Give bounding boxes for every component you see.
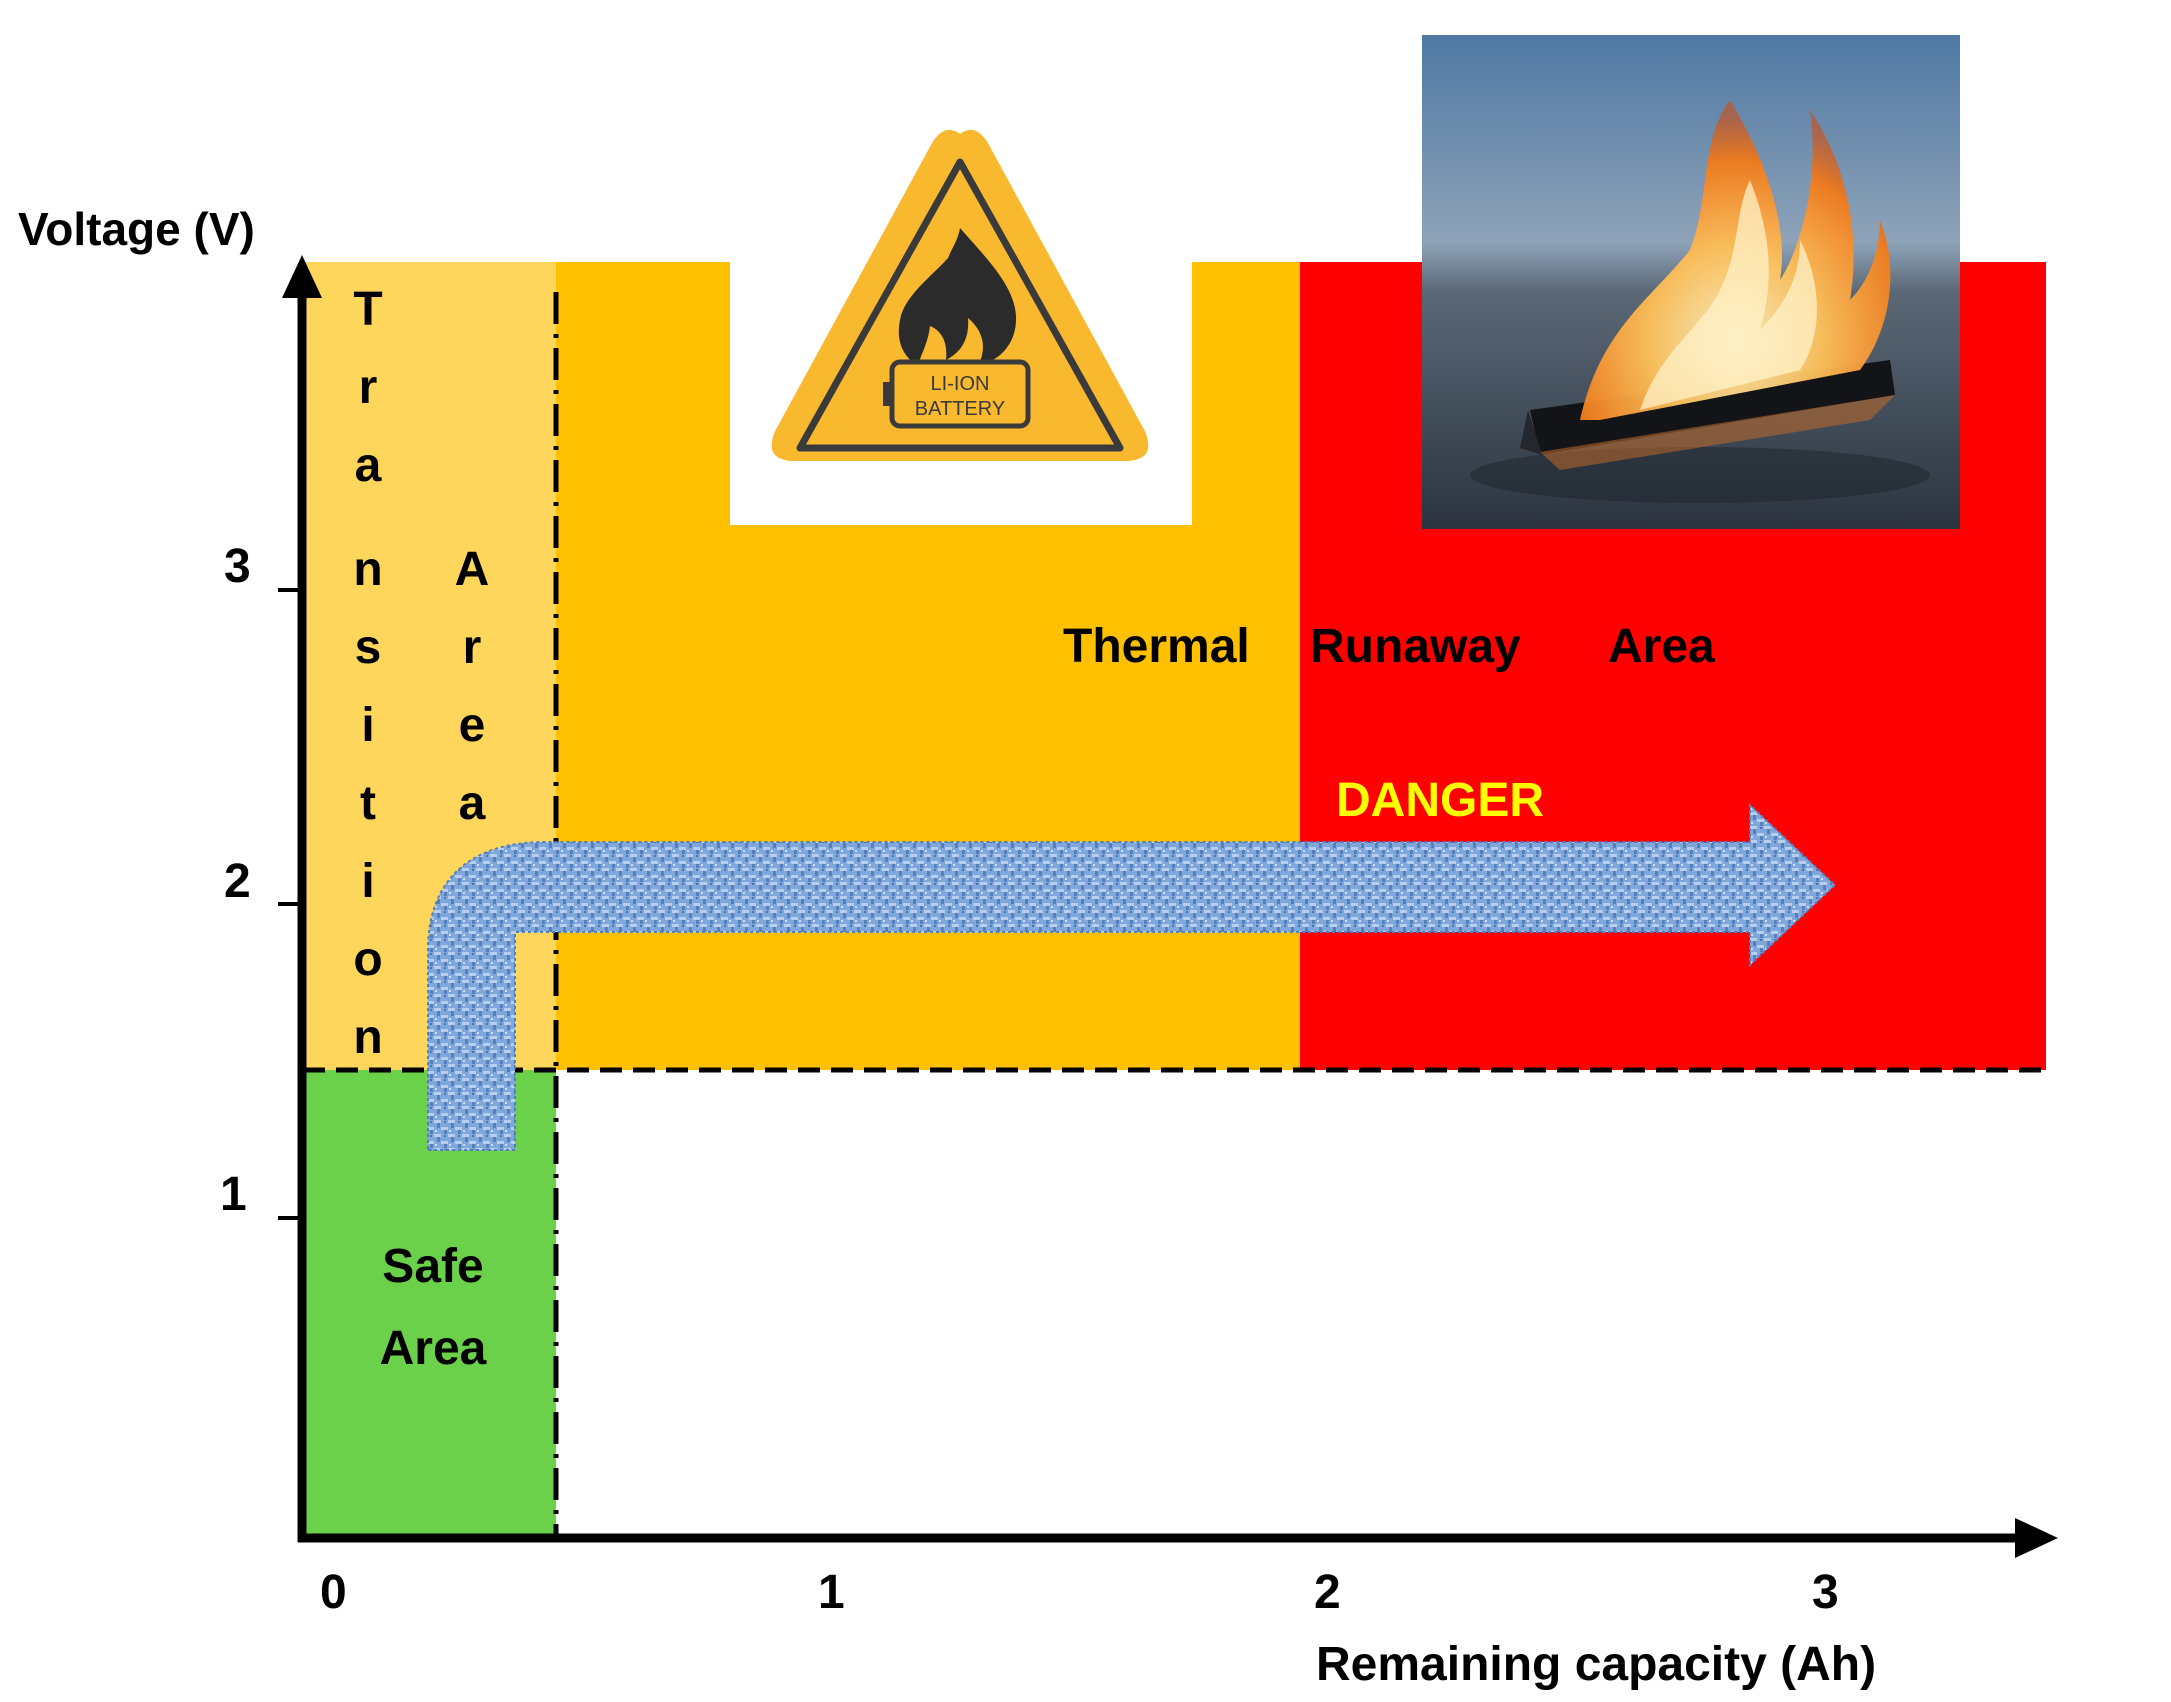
- y-tick-label-2: 2: [224, 855, 251, 908]
- transition-letter: o: [353, 933, 382, 986]
- thermal-label: Thermal: [1063, 620, 1250, 673]
- transition-letter: n: [353, 543, 382, 596]
- transition-letter: a: [355, 439, 382, 492]
- x-axis-arrowhead: [2015, 1518, 2058, 1558]
- burning-phone-photo: [1422, 35, 1960, 529]
- x-axis-label: Remaining capacity (Ah): [1316, 1638, 1876, 1691]
- safe-area-label-line-2: Area: [380, 1322, 487, 1375]
- transition-letter: i: [361, 699, 374, 752]
- transition-area-letter: e: [459, 699, 486, 752]
- y-tick-label-3: 3: [224, 540, 251, 593]
- x-tick-label-0: 0: [320, 1566, 347, 1619]
- y-tick-label-1: 1: [220, 1168, 247, 1221]
- safe-area-label-line-1: Safe: [382, 1240, 483, 1293]
- transition-area-letter: A: [455, 543, 490, 596]
- fire-warning-icon: LI-ION BATTERY: [761, 120, 1159, 471]
- y-axis-label: Voltage (V): [18, 203, 255, 255]
- danger-path-arrow: [427, 802, 1837, 1151]
- transition-letter: r: [359, 361, 378, 414]
- x-tick-label-3: 3: [1812, 1566, 1839, 1619]
- transition-area-letter: r: [463, 621, 482, 674]
- sign-text-line-2: BATTERY: [915, 398, 1005, 420]
- transition-letter: t: [360, 777, 376, 830]
- x-tick-label-2: 2: [1314, 1566, 1341, 1619]
- x-tick-label-1: 1: [818, 1566, 845, 1619]
- runaway-label: Runaway: [1310, 620, 1521, 673]
- danger-label: DANGER: [1336, 774, 1544, 827]
- transition-letter: i: [361, 855, 374, 908]
- y-axis-arrowhead: [282, 255, 322, 298]
- transition-letter: n: [353, 1011, 382, 1064]
- transition-area-letter: a: [459, 777, 486, 830]
- transition-letter: s: [355, 621, 382, 674]
- sign-text-line-1: LI-ION: [931, 373, 990, 395]
- area-label: Area: [1608, 620, 1715, 673]
- transition-letter: T: [353, 283, 382, 336]
